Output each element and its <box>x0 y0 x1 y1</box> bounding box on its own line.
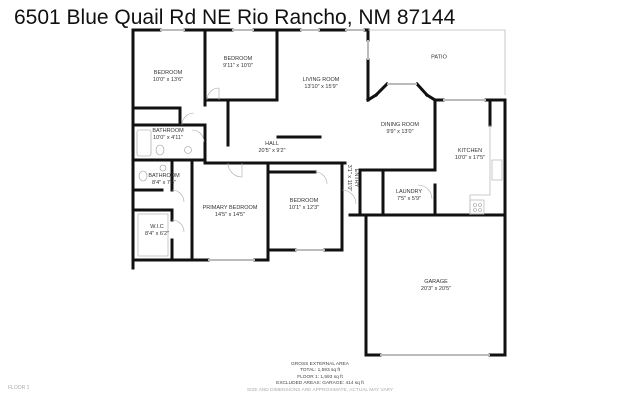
disclaimer: SIZE AND DIMENSIONS ARE APPROXIMATE, ACT… <box>246 387 394 393</box>
room-label: PATIO <box>431 54 447 61</box>
floor-label: FLOOR 1 <box>8 385 30 391</box>
area-summary: GROSS EXTERNAL AREA TOTAL: 1,593 sq ft F… <box>247 362 393 394</box>
property-address-title: 6501 Blue Quail Rd NE Rio Rancho, NM 871… <box>14 6 456 29</box>
area-total: TOTAL: 1,593 sq ft <box>299 368 341 374</box>
area-floor: FLOOR 1: 1,593 sq ft <box>297 374 343 380</box>
area-heading: GROSS EXTERNAL AREA <box>291 362 349 367</box>
area-excluded: EXCLUDED AREAS: GARAGE: 414 sq ft <box>276 381 364 387</box>
